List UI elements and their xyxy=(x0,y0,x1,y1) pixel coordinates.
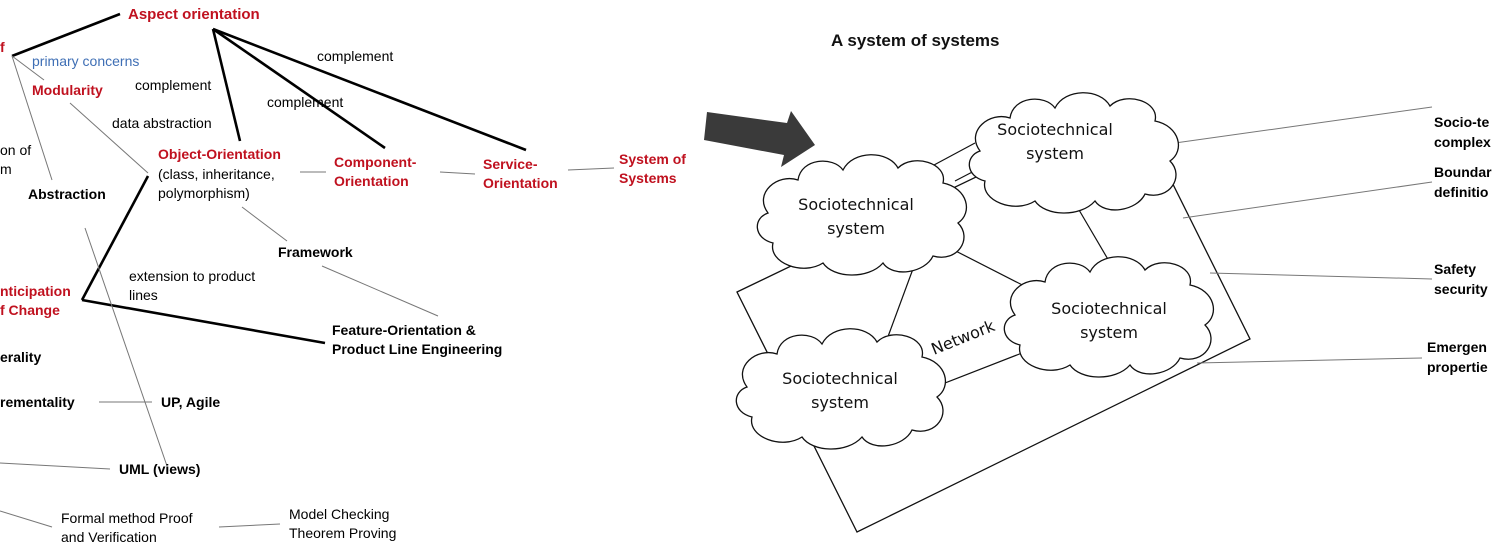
edge-aspect-component xyxy=(212,27,386,150)
cloud-top-right xyxy=(968,92,1179,214)
node-object-orientation-detail: (class, inheritance, polymorphism) xyxy=(158,166,275,201)
edge-framework-feature xyxy=(321,265,439,317)
node-composition-fragment: on of m xyxy=(0,142,32,177)
node-modularity: Modularity xyxy=(32,82,103,98)
node-abstraction: Abstraction xyxy=(28,186,106,202)
cloud-right xyxy=(1003,256,1214,378)
node-object-orientation: Object-Orientation xyxy=(158,146,281,162)
node-aspect-orientation: Aspect orientation xyxy=(128,6,260,23)
edge-object-framework xyxy=(241,206,288,242)
pointer-emergent xyxy=(1196,357,1423,364)
edge-label-extension-product-lines: extension to product lines xyxy=(129,268,256,303)
cloud-bottom-left xyxy=(735,328,946,450)
edge-object-anticipation xyxy=(80,175,150,301)
edge-anticipation-feature xyxy=(81,298,326,345)
annotation-socio-technical-complexity: Socio-te complex xyxy=(1434,114,1491,150)
edge-service-sos xyxy=(567,167,615,171)
node-up-agile: UP, Agile xyxy=(161,394,221,410)
network-link-6 xyxy=(944,352,1023,384)
pointer-boundary xyxy=(1182,181,1433,219)
node-separation-of-concerns: f xyxy=(0,39,5,55)
node-anticipation-of-change: nticipation f Change xyxy=(0,283,71,318)
network-link-4 xyxy=(885,257,918,343)
node-feature-orientation: Feature-Orientation & Product Line Engin… xyxy=(332,322,503,357)
cloud-label-left: Sociotechnical system xyxy=(798,195,914,238)
edge-soc-abstraction xyxy=(11,55,53,181)
node-incrementality: rementality xyxy=(0,394,75,410)
edge-modularity-object xyxy=(69,102,149,174)
annotation-safety-security: Safety security xyxy=(1434,261,1488,297)
label-primary-concerns: primary concerns xyxy=(32,53,140,69)
node-generality: erality xyxy=(0,349,42,365)
edge-abstraction-uml xyxy=(84,227,168,467)
edge-aspect-object xyxy=(211,28,242,142)
right-arrow-icon xyxy=(704,111,815,167)
edge-label-complement-3: complement xyxy=(317,48,394,64)
edge-soc-modularity xyxy=(11,55,45,81)
annotation-boundary-definition: Boundar definitio xyxy=(1434,164,1492,200)
edge-component-service xyxy=(439,171,476,175)
edge-left-formal xyxy=(0,510,53,528)
edge-left-uml xyxy=(0,462,111,470)
node-service-orientation: Service- Orientation xyxy=(483,156,558,191)
diagram-title: A system of systems xyxy=(831,31,1000,50)
edge-label-complement-2: complement xyxy=(267,94,344,110)
edge-aspect-service xyxy=(212,27,527,152)
cloud-label-top-right: Sociotechnical system xyxy=(997,120,1113,163)
edge-soc-aspect xyxy=(11,12,121,58)
node-uml-views: UML (views) xyxy=(119,461,201,477)
node-system-of-systems: System of Systems xyxy=(619,151,686,186)
node-formal-method: Formal method Proof and Verification xyxy=(61,510,193,545)
node-model-checking: Model Checking Theorem Proving xyxy=(289,506,397,541)
annotation-emergent-properties: Emergen propertie xyxy=(1427,339,1488,375)
cloud-label-bottom-left: Sociotechnical system xyxy=(782,369,898,412)
pointer-safety xyxy=(1209,272,1433,280)
network-link-1 xyxy=(933,142,976,166)
edge-label-data-abstraction: data abstraction xyxy=(112,115,212,131)
cloud-left xyxy=(756,154,967,276)
node-framework: Framework xyxy=(278,244,353,260)
pointer-complexity xyxy=(1174,106,1433,144)
node-component-orientation: Component- Orientation xyxy=(334,154,417,189)
network-label: Network xyxy=(928,316,998,359)
edge-label-complement-1: complement xyxy=(135,77,212,93)
cloud-label-right: Sociotechnical system xyxy=(1051,299,1167,342)
edge-formal-model xyxy=(218,523,281,528)
